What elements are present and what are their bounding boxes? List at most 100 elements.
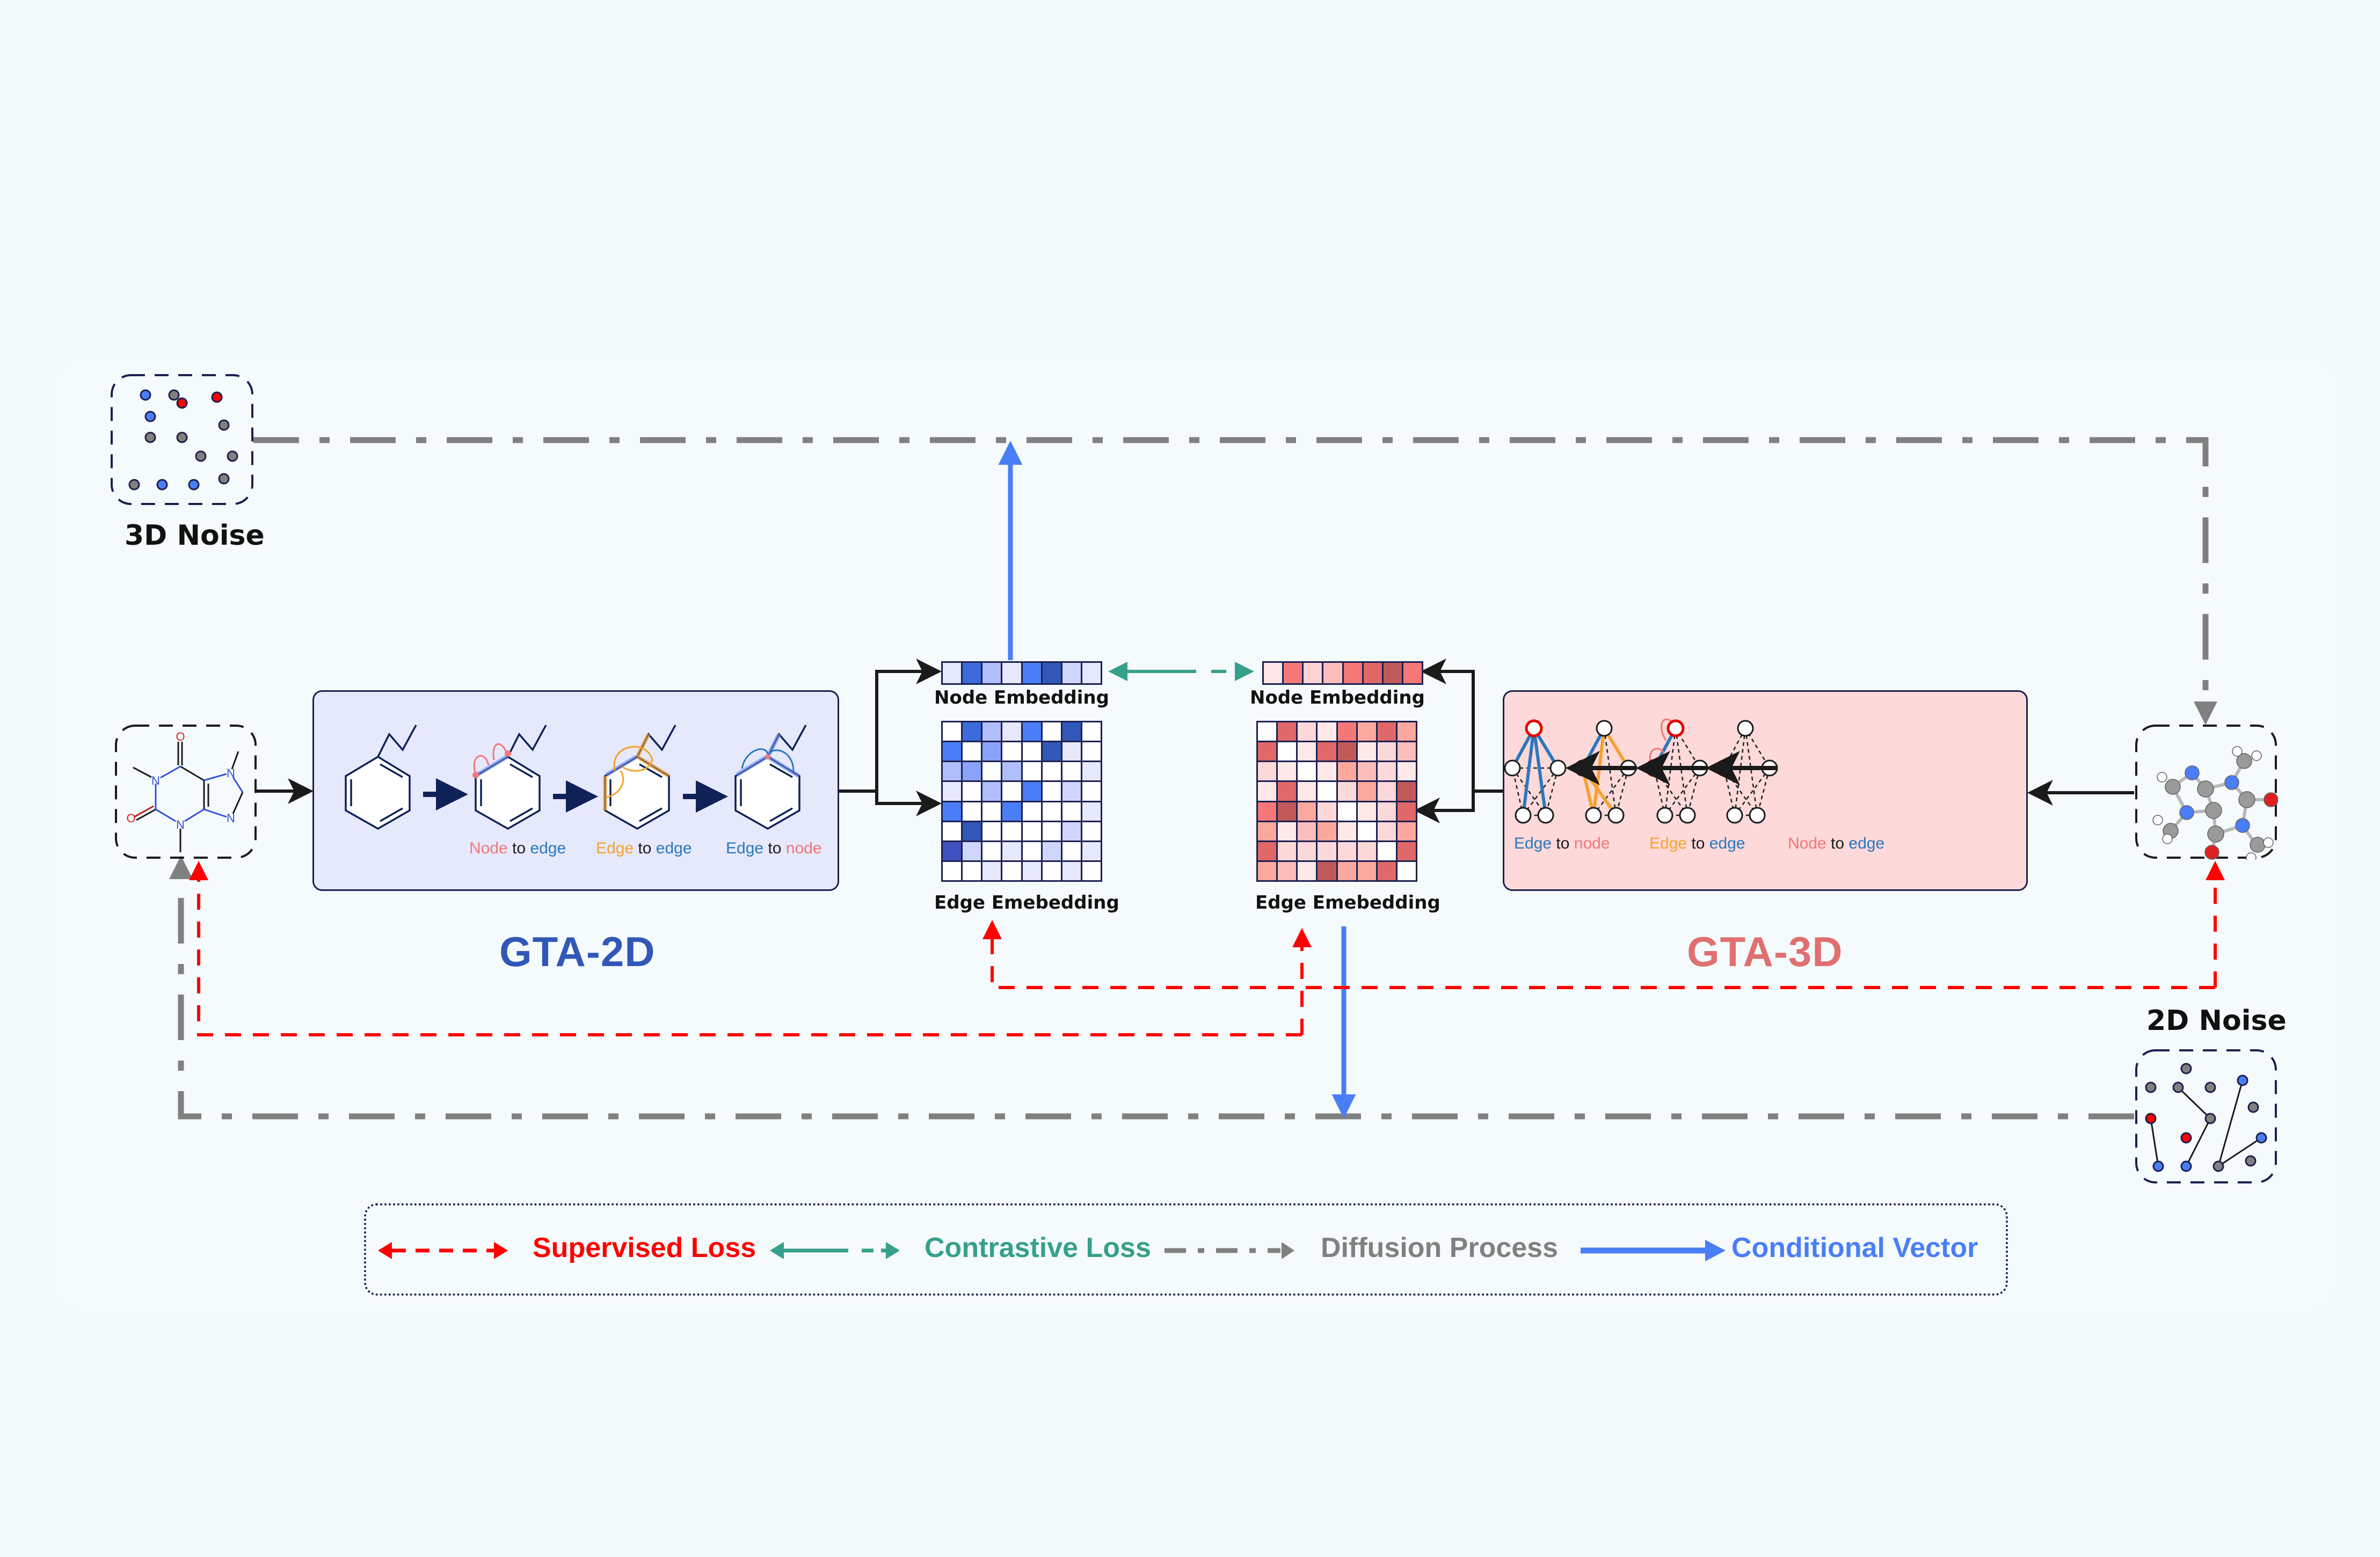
gta-2d-step-edge-to-edge: Edge to edge [596, 839, 692, 857]
edge-embedding-cell [1357, 861, 1376, 880]
edge-embedding-cell [1278, 842, 1297, 860]
gta-3d-step-edge-to-edge: Edge to edge [1649, 835, 1745, 852]
edge-embedding-cell [1397, 782, 1416, 801]
node-embedding-cell [1002, 663, 1021, 683]
legend-supervised-label: Supervised Loss [533, 1232, 756, 1263]
edge-embedding-cell [1042, 782, 1061, 801]
edge-embedding-cell [1022, 782, 1041, 801]
edge-embedding-cell [1002, 861, 1021, 880]
edge-embedding-cell [943, 742, 962, 761]
edge-embedding-cell [1002, 802, 1021, 821]
edge-embedding-cell [1377, 742, 1396, 761]
legend-diffusion-icon [1164, 1242, 1294, 1259]
edge-embedding-cell [963, 722, 981, 741]
edge-embedding-cell [1397, 762, 1416, 781]
node-embedding-cell [963, 663, 981, 683]
noise-3d-box [111, 374, 253, 505]
gta-3d-graphs [1504, 718, 1778, 824]
legend-conditional-icon [1581, 1240, 1726, 1261]
node-embedding-cell [1042, 663, 1061, 683]
edge-embedding-cell [1022, 742, 1041, 761]
edge-embedding-cell [1278, 722, 1297, 741]
edge-embedding-cell [1318, 842, 1336, 860]
edge-embedding-3d-label: Edge Emebedding [1255, 892, 1440, 913]
edge-embedding-cell [1042, 742, 1061, 761]
gta-2d-molecules [345, 725, 807, 830]
flow-arrows [257, 659, 2134, 823]
noise-2d-label: 2D Noise [2146, 1005, 2287, 1037]
edge-embedding-cell [1397, 722, 1416, 741]
edge-embedding-cell [1258, 782, 1277, 801]
edge-embedding-cell [1062, 861, 1081, 880]
edge-embedding-cell [1042, 822, 1061, 840]
node-embedding-cell [1343, 663, 1362, 683]
edge-embedding-cell [1397, 822, 1416, 840]
edge-embedding-cell [943, 802, 962, 821]
edge-embedding-cell [1278, 822, 1297, 840]
edge-embedding-cell [1318, 782, 1336, 801]
edge-embedding-cell [1377, 782, 1396, 801]
edge-embedding-cell [963, 861, 981, 880]
supervised-loss-paths [189, 861, 2225, 1036]
edge-embedding-cell [1298, 842, 1316, 860]
node-embedding-cell [1323, 663, 1342, 683]
node-embedding-cell [982, 663, 1001, 683]
edge-embedding-cell [1082, 861, 1101, 880]
diffusion-path-bottom [169, 856, 2134, 1120]
edge-embedding-cell [1337, 842, 1356, 860]
edge-embedding-cell [1062, 762, 1081, 781]
benzene-step-0-icon [345, 725, 417, 830]
svg-text:N: N [227, 766, 235, 780]
svg-text:N: N [151, 774, 160, 787]
node-embedding-cell [1284, 663, 1302, 683]
gta-3d-title: GTA-3D [1687, 928, 1843, 975]
noise-2d-box [2135, 1049, 2277, 1183]
noise-3d-label: 3D Noise [125, 520, 265, 552]
node-embedding-cell [1363, 663, 1382, 683]
atom-blue-icon [140, 389, 151, 401]
edge-embedding-cell [1002, 822, 1021, 840]
edge-embedding-cell [963, 742, 981, 761]
edge-embedding-cell [943, 782, 962, 801]
molecule-2d-icon [133, 742, 244, 852]
edge-embedding-cell [943, 822, 962, 840]
edge-embedding-cell [1278, 782, 1297, 801]
molecule-2d-box: O N N N N O [115, 725, 257, 859]
edge-embedding-cell [982, 822, 1001, 840]
edge-embedding-cell [1357, 802, 1376, 821]
edge-embedding-cell [1082, 802, 1101, 821]
node-embedding-2d-label: Node Embedding [934, 687, 1109, 708]
edge-embedding-cell [1377, 842, 1396, 860]
edge-embedding-cell [982, 762, 1001, 781]
edge-embedding-cell [1377, 762, 1396, 781]
node-embedding-cell [1062, 663, 1081, 683]
legend-conditional-label: Conditional Vector [1731, 1232, 1978, 1263]
benzene-step-2-icon [603, 725, 676, 830]
edge-embedding-cell [1337, 822, 1356, 840]
edge-embedding-cell [1337, 722, 1356, 741]
edge-embedding-cell [1298, 722, 1316, 741]
edge-embedding-cell [1377, 802, 1396, 821]
edge-embedding-cell [943, 842, 962, 860]
edge-embedding-cell [1022, 722, 1041, 741]
edge-embedding-cell [1357, 842, 1376, 860]
edge-embedding-cell [963, 842, 981, 860]
node-embedding-cell [1082, 663, 1101, 683]
edge-embedding-cell [1337, 782, 1356, 801]
edge-embedding-cell [1258, 842, 1277, 860]
edge-embedding-cell [1002, 742, 1021, 761]
molecule-3d-icon [2152, 746, 2278, 860]
node-embedding-cell [1403, 663, 1422, 683]
edge-embedding-cell [1062, 822, 1081, 840]
node-embedding-cell [1022, 663, 1041, 683]
edge-embedding-cell [1377, 822, 1396, 840]
legend-diffusion-label: Diffusion Process [1321, 1232, 1559, 1263]
edge-embedding-cell [1397, 842, 1416, 860]
edge-embedding-cell [1042, 842, 1061, 860]
edge-embedding-cell [982, 842, 1001, 860]
edge-embedding-cell [1082, 722, 1101, 741]
edge-embedding-cell [1397, 742, 1416, 761]
edge-embedding-cell [982, 861, 1001, 880]
edge-embedding-cell [1357, 782, 1376, 801]
edge-embedding-cell [1318, 802, 1336, 821]
